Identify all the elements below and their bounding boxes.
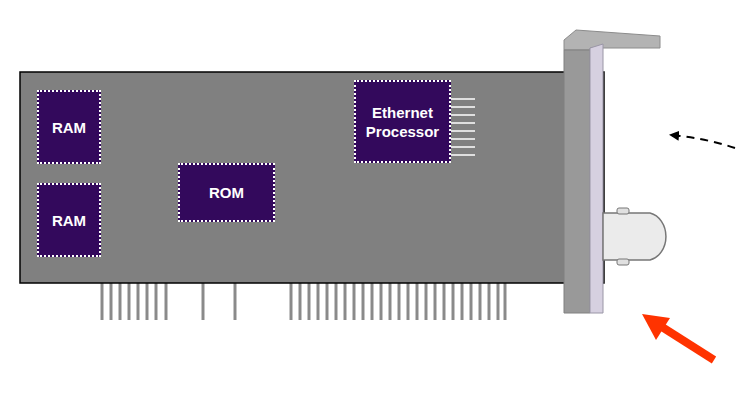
edge-pins xyxy=(102,283,505,320)
circuit-board xyxy=(20,72,604,283)
chip-label: RAM xyxy=(52,211,86,230)
bnc-connector xyxy=(603,208,666,265)
dashed-arrow xyxy=(671,135,735,148)
mounting-bracket xyxy=(564,30,660,313)
chip-label: ROM xyxy=(209,183,244,202)
chip-box: ROM xyxy=(178,163,275,222)
chip-box: RAM xyxy=(37,183,101,257)
chip-box: RAM xyxy=(37,90,101,164)
chip-label: RAM xyxy=(52,118,86,137)
chip-label: Ethernet Processor xyxy=(362,103,443,141)
red-arrow xyxy=(642,314,714,360)
chip-box: Ethernet Processor xyxy=(354,80,451,163)
chip-pins xyxy=(451,99,475,155)
